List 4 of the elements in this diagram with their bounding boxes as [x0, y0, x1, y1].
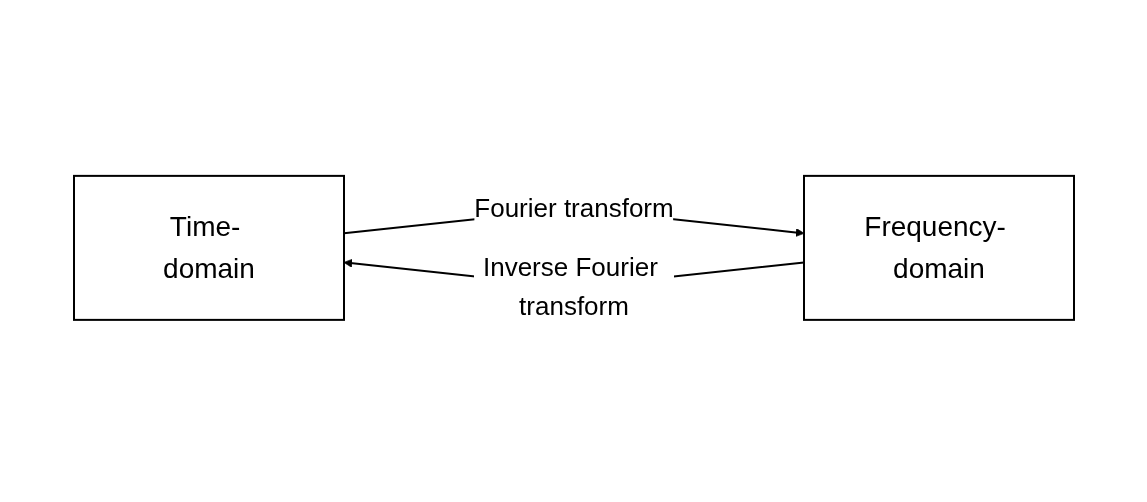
node-box: Time- domain: [72, 174, 345, 321]
node-box: Frequency- domain: [802, 174, 1075, 321]
edge-label: Fourier transform: [473, 193, 674, 224]
edge-label: Inverse Fourier transform: [482, 252, 658, 322]
